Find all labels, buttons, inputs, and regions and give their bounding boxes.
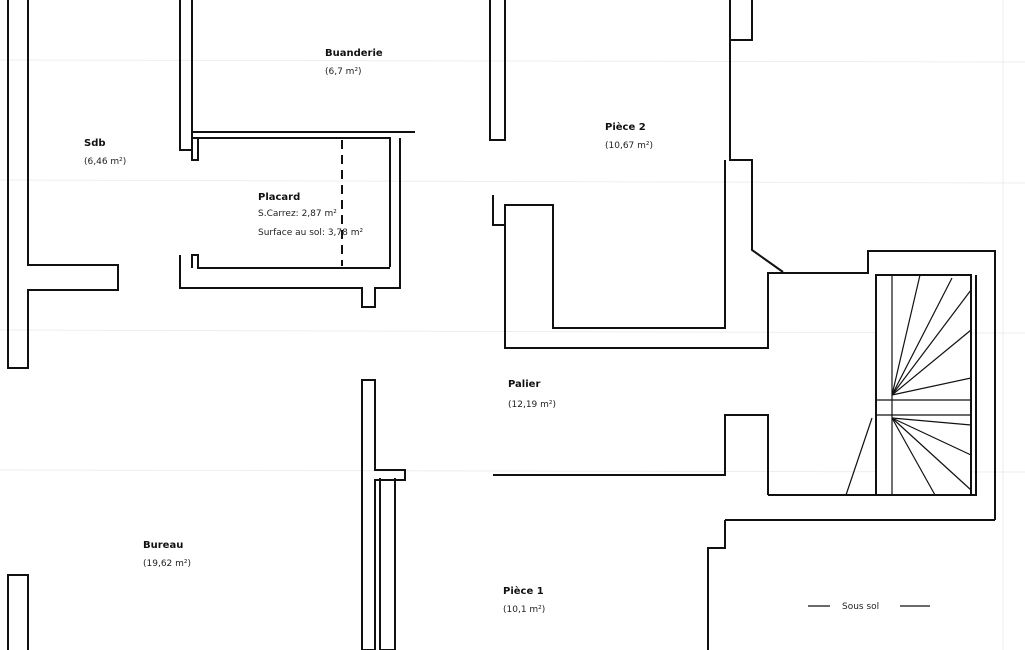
room-buanderie: Buanderie (6,7 m²) bbox=[325, 48, 383, 77]
room-buanderie-area: (6,7 m²) bbox=[325, 67, 362, 77]
room-palier-area: (12,19 m²) bbox=[508, 400, 556, 410]
buanderie-walls bbox=[179, 0, 506, 151]
stair-note: Sous sol bbox=[842, 602, 879, 612]
central-partition bbox=[361, 379, 406, 650]
room-placard: Placard S.Carrez: 2,87 m² Surface au sol… bbox=[258, 192, 363, 238]
room-placard-name: Placard bbox=[258, 192, 300, 203]
room-piece2: Pièce 2 (10,67 m²) bbox=[605, 121, 653, 151]
room-bureau: Bureau (19,62 m²) bbox=[143, 540, 191, 569]
left-outer-wall bbox=[7, 0, 119, 650]
room-sdb: Sdb (6,46 m²) bbox=[84, 138, 126, 167]
staircase bbox=[493, 274, 995, 650]
room-palier: Palier (12,19 m²) bbox=[508, 379, 556, 410]
room-piece1-name: Pièce 1 bbox=[503, 585, 544, 597]
room-piece2-name: Pièce 2 bbox=[605, 121, 646, 133]
piece2-walls bbox=[492, 0, 996, 520]
room-piece2-area: (10,67 m²) bbox=[605, 141, 653, 151]
room-sdb-name: Sdb bbox=[84, 138, 106, 149]
room-buanderie-name: Buanderie bbox=[325, 48, 383, 59]
room-bureau-name: Bureau bbox=[143, 540, 183, 551]
room-sdb-area: (6,46 m²) bbox=[84, 157, 126, 167]
room-piece1-area: (10,1 m²) bbox=[503, 605, 545, 615]
placard-walls bbox=[179, 137, 401, 308]
room-palier-name: Palier bbox=[508, 379, 540, 390]
room-piece1: Pièce 1 (10,1 m²) bbox=[503, 585, 545, 615]
room-bureau-area: (19,62 m²) bbox=[143, 559, 191, 569]
room-placard-surface: Surface au sol: 3,78 m² bbox=[258, 228, 363, 238]
room-placard-carrez: S.Carrez: 2,87 m² bbox=[258, 209, 337, 219]
